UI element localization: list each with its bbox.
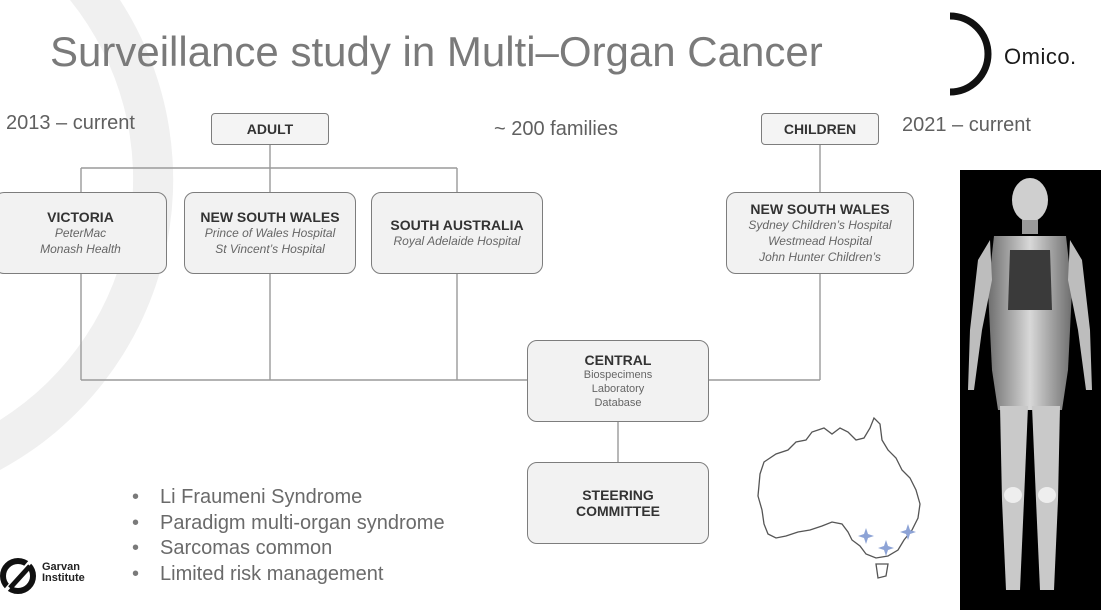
key-points-list: •Li Fraumeni Syndrome •Paradigm multi-or… [132,486,445,588]
list-item: •Limited risk management [132,562,384,585]
central-line: Biospecimens [583,369,653,381]
star-icon [858,528,874,544]
children-group-box: CHILDREN [761,113,879,145]
nsw-children-line: Sydney Children’s Hospital [748,218,892,232]
children-group-label: CHILDREN [783,121,857,137]
adult-period: 2013 – current [6,112,135,134]
families-note: ~ 200 families [494,118,618,140]
children-period: 2021 – current [902,114,1031,136]
victoria-line: PeterMac [54,226,107,240]
adult-group-label: ADULT [246,121,294,137]
nsw-children-line: John Hunter Children’s [759,250,881,264]
omico-logo-text: Omico. [1004,44,1077,69]
victoria-site-box: VICTORIA PeterMac Monash Health [0,192,167,274]
nsw-children-title: NEW SOUTH WALES [750,201,890,217]
nsw-adult-site-box: NEW SOUTH WALES Prince of Wales Hospital… [184,192,356,274]
central-line: Laboratory [591,383,645,395]
list-item: •Li Fraumeni Syndrome [132,486,363,508]
australia-map-icon [757,416,921,579]
central-box: CENTRAL Biospecimens Laboratory Database [527,340,709,422]
list-item: •Paradigm multi-organ syndrome [132,511,445,534]
victoria-title: VICTORIA [47,209,114,225]
steering-title-line: STEERING [582,487,654,503]
steering-title-line: COMMITTEE [576,503,660,519]
sa-site-box: SOUTH AUSTRALIA Royal Adelaide Hospital [371,192,543,274]
star-icon [900,524,916,540]
garvan-institute-label: Garvan Institute [42,561,85,584]
nsw-adult-line: Prince of Wales Hospital [204,226,336,240]
page-title: Surveillance study in Multi–Organ Cancer [50,28,823,75]
steering-committee-box: STEERING COMMITTEE [527,462,709,544]
nsw-children-site-box: NEW SOUTH WALES Sydney Children’s Hospit… [726,192,914,274]
adult-group-box: ADULT [211,113,329,145]
sa-title: SOUTH AUSTRALIA [390,217,524,233]
central-line: Database [594,397,642,409]
nsw-adult-title: NEW SOUTH WALES [200,209,340,225]
sa-line: Royal Adelaide Hospital [393,234,521,248]
garvan-logo-icon [0,558,36,594]
nsw-children-line: Westmead Hospital [768,234,872,248]
nsw-adult-line: St Vincent’s Hospital [215,242,325,256]
central-title: CENTRAL [584,352,652,368]
star-icon [878,540,894,556]
body-mri-scan-image [960,170,1101,610]
list-item: •Sarcomas common [132,537,333,560]
omico-logo-icon [949,12,992,96]
victoria-line: Monash Health [40,242,121,256]
